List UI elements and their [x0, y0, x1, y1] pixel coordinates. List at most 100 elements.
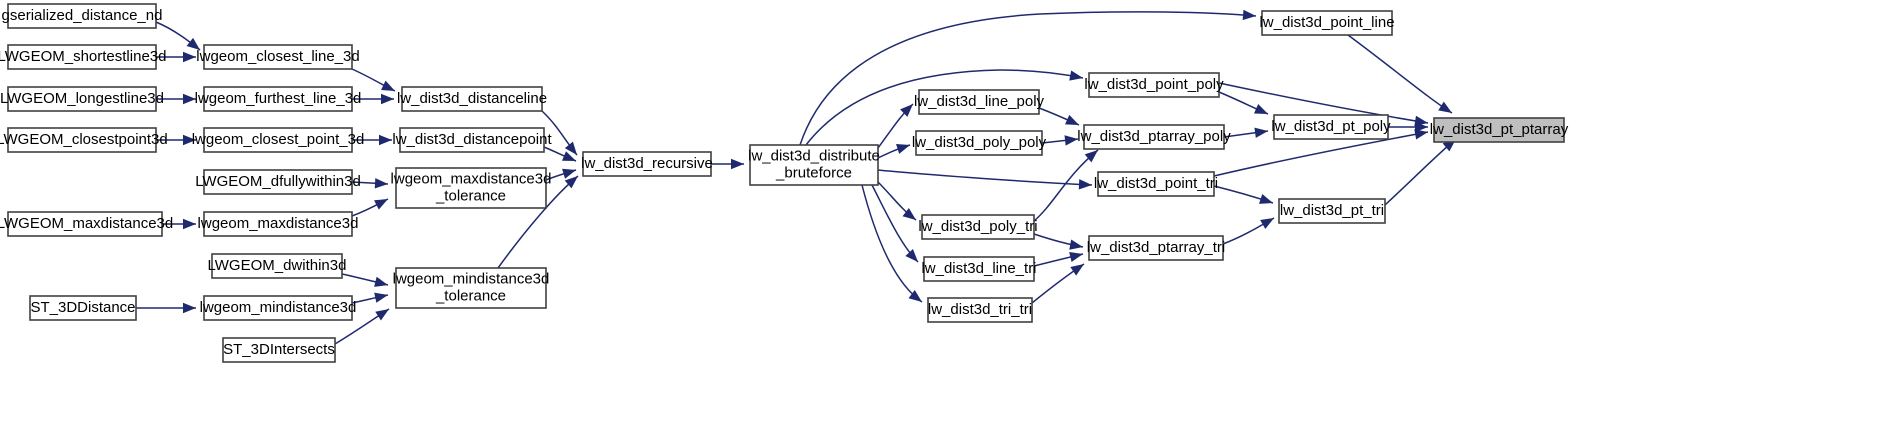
- graph-node-lwgeom-closest-point-3d[interactable]: lwgeom_closest_point_3d: [192, 127, 365, 153]
- graph-node-st-3dintersects[interactable]: ST_3DIntersects: [222, 337, 336, 363]
- graph-node-lwgeom-maxdistance3d[interactable]: LWGEOM_maxdistance3d: [0, 211, 173, 237]
- graph-node-lw-dist3d-pt-poly[interactable]: lw_dist3d_pt_poly: [1271, 114, 1391, 140]
- node-box[interactable]: [7, 86, 157, 112]
- node-box[interactable]: [203, 295, 353, 321]
- edge-line-n31-n32: [1384, 138, 1457, 206]
- graph-node-lw-dist3d-pt-tri[interactable]: lw_dist3d_pt_tri: [1278, 198, 1386, 224]
- graph-edge: [871, 184, 919, 263]
- graph-node-lw-dist3d-distancepoint[interactable]: lw_dist3d_distancepoint: [392, 127, 552, 153]
- edge-arrowhead-n23-n28: [1069, 251, 1083, 263]
- edge-line-n19-n24: [861, 184, 923, 303]
- graph-edge: [162, 218, 196, 230]
- graph-node-lwgeom-mindistance3d[interactable]: lwgeom_mindistance3d: [200, 295, 357, 321]
- node-label: lw_dist3d_distribute: [748, 147, 880, 164]
- node-box[interactable]: [7, 44, 157, 70]
- node-box[interactable]: [1088, 235, 1224, 261]
- graph-node-lwgeom-maxdistance3d[interactable]: lwgeom_maxdistance3d: [198, 211, 359, 237]
- graph-node-lw-dist3d-point-poly[interactable]: lw_dist3d_point_poly: [1084, 72, 1224, 98]
- node-box[interactable]: [7, 211, 163, 237]
- node-box[interactable]: [1088, 72, 1220, 98]
- graph-node-lw-dist3d-ptarray-tri[interactable]: lw_dist3d_ptarray_tri: [1087, 235, 1225, 261]
- node-box[interactable]: [1273, 114, 1389, 140]
- node-box[interactable]: [1261, 10, 1393, 36]
- graph-node-gserialized-distance-nd[interactable]: gserialized_distance_nd: [2, 3, 163, 29]
- graph-node-lw-dist3d-distanceline[interactable]: lw_dist3d_distanceline: [397, 86, 547, 112]
- node-box[interactable]: [1097, 171, 1215, 197]
- graph-node-lw-dist3d-ptarray-poly[interactable]: lw_dist3d_ptarray_poly: [1077, 124, 1231, 150]
- node-box[interactable]: [749, 144, 879, 186]
- node-box[interactable]: [918, 89, 1040, 115]
- node-label: lw_dist3d_distanceline: [397, 90, 547, 107]
- node-label: lw_dist3d_recursive: [581, 155, 713, 172]
- node-box[interactable]: [1083, 124, 1225, 150]
- edge-arrowhead-n19-n20: [900, 104, 913, 117]
- graph-node-st-3ddistance[interactable]: ST_3DDistance: [29, 295, 137, 321]
- graph-edge: [711, 158, 744, 170]
- node-box[interactable]: [395, 267, 547, 309]
- edge-arrowhead-n18-n19: [731, 158, 744, 170]
- edge-arrowhead-n19-n24: [908, 290, 922, 302]
- graph-node-lw-dist3d-recursive[interactable]: lw_dist3d_recursive: [581, 151, 713, 177]
- graph-node-lwgeom-furthest-line-3d[interactable]: lwgeom_furthest_line_3d: [195, 86, 362, 112]
- node-box[interactable]: [203, 44, 353, 70]
- node-box[interactable]: [7, 3, 157, 29]
- edge-arrowhead-n12-n17: [374, 292, 388, 303]
- node-box[interactable]: [211, 253, 343, 279]
- node-label: lw_dist3d_pt_tri: [1280, 202, 1384, 219]
- node-box[interactable]: [203, 169, 353, 195]
- node-label: lwgeom_maxdistance3d: [198, 215, 359, 232]
- graph-node-lw-dist3d-line-poly[interactable]: lw_dist3d_line_poly: [914, 89, 1045, 115]
- node-box[interactable]: [203, 86, 353, 112]
- graph-edge: [861, 184, 923, 303]
- graph-edge: [155, 21, 201, 51]
- node-box[interactable]: [921, 214, 1035, 240]
- edge-arrowhead-n10-n16: [374, 199, 388, 210]
- graph-node-lwgeom-shortestline3d[interactable]: LWGEOM_shortestline3d: [0, 44, 166, 70]
- graph-node-lwgeom-mindistance3d-tolerance[interactable]: lwgeom_mindistance3d_tolerance: [393, 267, 550, 309]
- graph-edge: [877, 169, 1093, 190]
- graph-node-lwgeom-dwithin3d[interactable]: LWGEOM_dwithin3d: [208, 253, 347, 279]
- node-box[interactable]: [1278, 198, 1386, 224]
- node-box[interactable]: [29, 295, 137, 321]
- node-label: lwgeom_closest_line_3d: [196, 48, 359, 65]
- graph-node-lwgeom-longestline3d[interactable]: LWGEOM_longestline3d: [0, 86, 164, 112]
- graph-node-lw-dist3d-poly-poly[interactable]: lw_dist3d_poly_poly: [912, 130, 1047, 156]
- node-label: lwgeom_closest_point_3d: [192, 131, 365, 148]
- node-box[interactable]: [203, 127, 353, 153]
- edge-arrowhead-n7-n14: [381, 93, 394, 105]
- node-box[interactable]: [203, 211, 353, 237]
- node-box[interactable]: [401, 86, 543, 112]
- edge-arrowhead-n27-n32: [1414, 129, 1428, 140]
- node-box[interactable]: [1433, 117, 1565, 143]
- node-box[interactable]: [7, 127, 157, 153]
- graph-node-lwgeom-dfullywithin3d[interactable]: LWGEOM_dfullywithin3d: [195, 169, 361, 195]
- graph-node-lw-dist3d-distribute-bruteforce[interactable]: lw_dist3d_distribute_bruteforce: [748, 144, 880, 186]
- edge-line-n25-n32: [1218, 82, 1429, 124]
- node-box[interactable]: [395, 167, 547, 209]
- node-box[interactable]: [915, 130, 1043, 156]
- node-box[interactable]: [923, 256, 1035, 282]
- graph-node-lw-dist3d-tri-tri[interactable]: lw_dist3d_tri_tri: [927, 297, 1033, 323]
- graph-node-lw-dist3d-poly-tri[interactable]: lw_dist3d_poly_tri: [918, 214, 1038, 240]
- graph-node-lwgeom-maxdistance3d-tolerance[interactable]: lwgeom_maxdistance3d_tolerance: [391, 167, 552, 209]
- graph-node-lw-dist3d-pt-ptarray[interactable]: lw_dist3d_pt_ptarray: [1430, 117, 1569, 143]
- edge-arrowhead-n13-n17: [375, 309, 389, 321]
- node-label: lw_dist3d_pt_ptarray: [1430, 121, 1569, 138]
- node-box[interactable]: [927, 297, 1033, 323]
- edge-arrowhead-n19-n27: [1078, 179, 1092, 190]
- graph-node-lw-dist3d-point-tri[interactable]: lw_dist3d_point_tri: [1094, 171, 1218, 197]
- graph-node-lw-dist3d-line-tri[interactable]: lw_dist3d_line_tri: [921, 256, 1037, 282]
- graph-edge: [351, 178, 389, 189]
- edge-arrowhead-n19-n21: [896, 144, 910, 154]
- node-box[interactable]: [222, 337, 336, 363]
- node-label: lw_dist3d_point_tri: [1094, 175, 1218, 192]
- graph-node-lw-dist3d-point-line[interactable]: lw_dist3d_point_line: [1259, 10, 1395, 36]
- node-box[interactable]: [582, 151, 712, 177]
- graph-edge: [877, 181, 917, 221]
- node-box[interactable]: [399, 127, 545, 153]
- graph-edge: [156, 51, 196, 63]
- edge-line-n19-n27: [877, 169, 1093, 186]
- graph-node-lwgeom-closestpoint3d[interactable]: LWGEOM_closestpoint3d: [0, 127, 168, 153]
- graph-node-lwgeom-closest-line-3d[interactable]: lwgeom_closest_line_3d: [196, 44, 360, 70]
